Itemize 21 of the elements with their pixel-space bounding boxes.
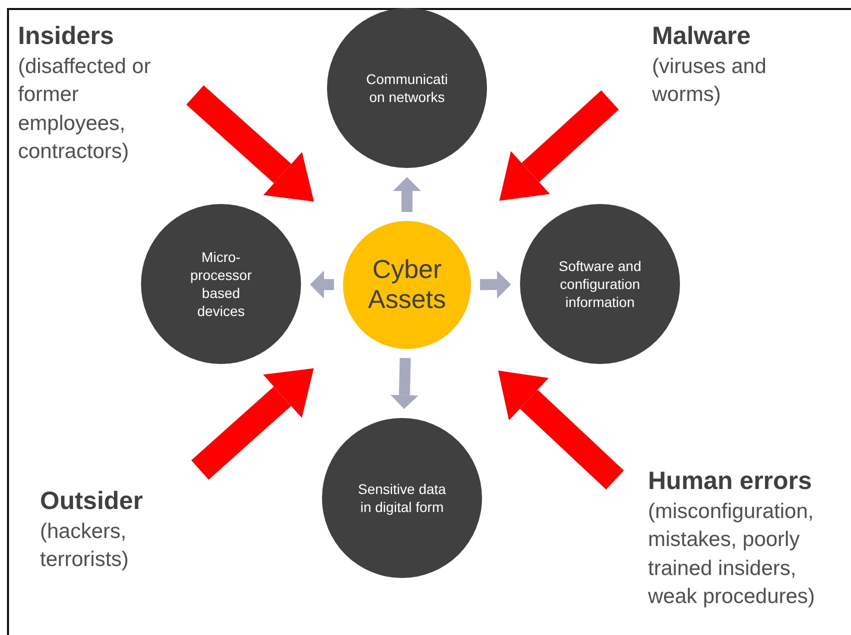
core-label: Cyber Assets [366,255,448,315]
threat-arrow [499,90,619,201]
threat-arrow [186,85,314,202]
arrow [310,270,334,299]
arrow [393,177,421,212]
threat-heading: Human errors [648,466,813,497]
asset-label: Micro-processor based devices [189,248,253,320]
threat-description: (viruses and worms) [652,54,768,108]
threat-description: (hackers, terrorists) [40,518,130,574]
arrow [390,358,418,410]
threat-heading: Outsider [40,486,144,517]
asset-label: Communicati on networks [365,70,449,106]
threat-arrow [498,370,624,490]
threat-heading: Malware [652,21,752,52]
threat-description: (disaffected or former employees, contractors) [18,54,152,166]
arrow [480,270,511,299]
asset-label: Software and configuration information [558,256,642,312]
asset-label: Sensitive data in digital form [357,480,447,516]
threat-heading: Insiders [18,21,115,52]
threat-description: (misconfiguration, mistakes, poorly trained insiders, weak procedures) [648,498,816,610]
threat-arrow [191,368,314,480]
